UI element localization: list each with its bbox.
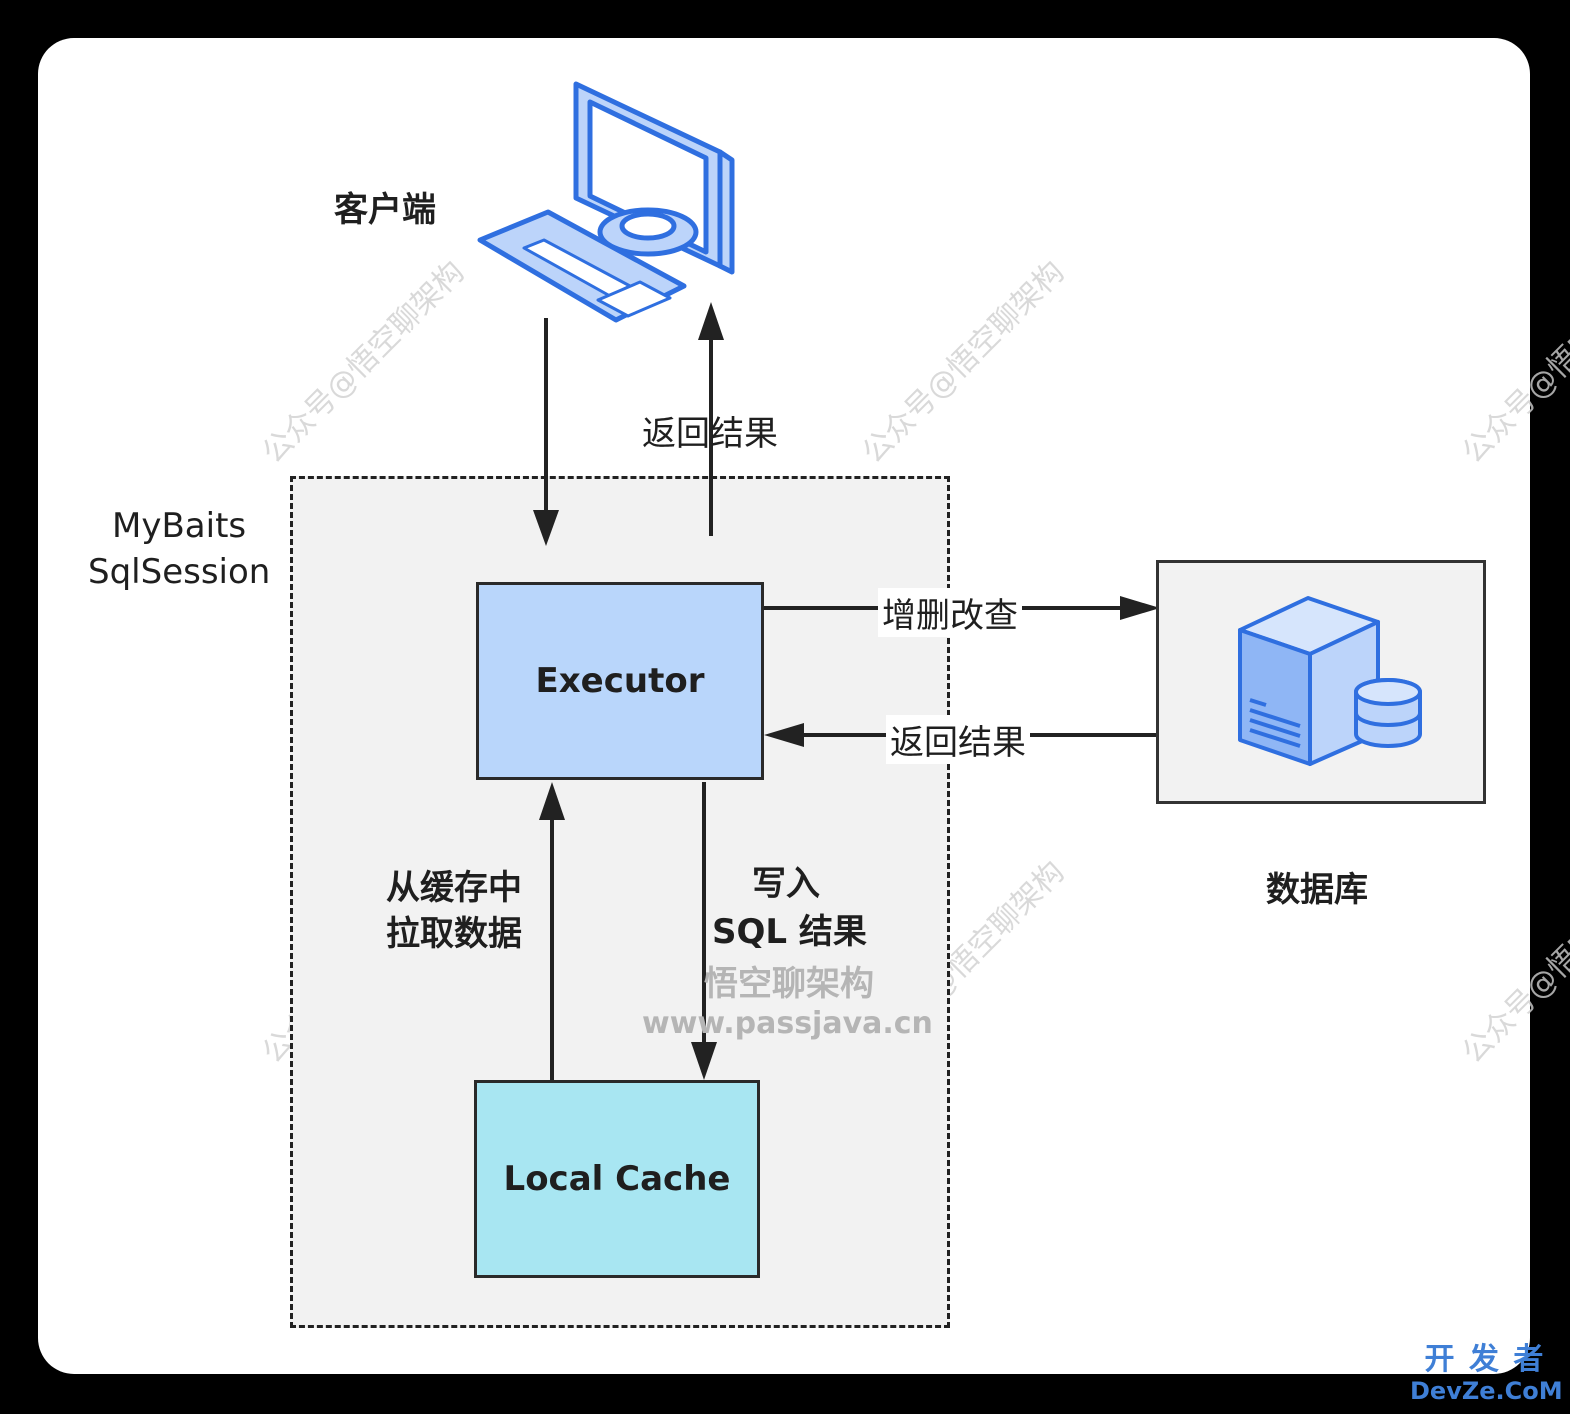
return-arrowhead: [698, 302, 724, 340]
request-arrowhead: [533, 510, 559, 546]
sqlsession-label-line1: MyBaits: [112, 506, 247, 546]
computer-icon: [477, 81, 735, 323]
site-badge-line2: DevZe.CoM: [1410, 1377, 1563, 1405]
watermark-url: www.passjava.cn: [642, 1006, 933, 1041]
pull-cache-label-line1: 从缓存中: [386, 868, 522, 908]
db-return-label: 返回结果: [886, 715, 1030, 764]
database-label: 数据库: [1266, 870, 1368, 910]
database-server-icon: [1238, 596, 1422, 766]
crud-arrowhead: [1120, 596, 1160, 620]
sqlsession-label-line2: SqlSession: [88, 552, 271, 592]
local-cache-label: Local Cache: [503, 1159, 731, 1199]
watermark-brand: 悟空聊架构: [704, 964, 874, 1004]
db-return-arrowhead: [764, 723, 804, 747]
executor-box: Executor: [476, 582, 764, 780]
site-badge: 开 发 者 DevZe.CoM: [1410, 1342, 1563, 1406]
return-to-client-label: 返回结果: [642, 414, 778, 454]
write-label-line2: SQL 结果: [712, 912, 867, 952]
pull-cache-label-line2: 拉取数据: [386, 914, 522, 954]
client-label: 客户端: [334, 190, 436, 230]
local-cache-box: Local Cache: [474, 1080, 760, 1278]
crud-label: 增删改查: [878, 588, 1022, 637]
write-label-line1: 写入: [752, 864, 820, 904]
executor-label: Executor: [535, 661, 705, 701]
pull-arrowhead: [539, 782, 565, 820]
site-badge-line1: 开 发 者: [1424, 1342, 1546, 1377]
write-arrowhead: [691, 1042, 717, 1080]
